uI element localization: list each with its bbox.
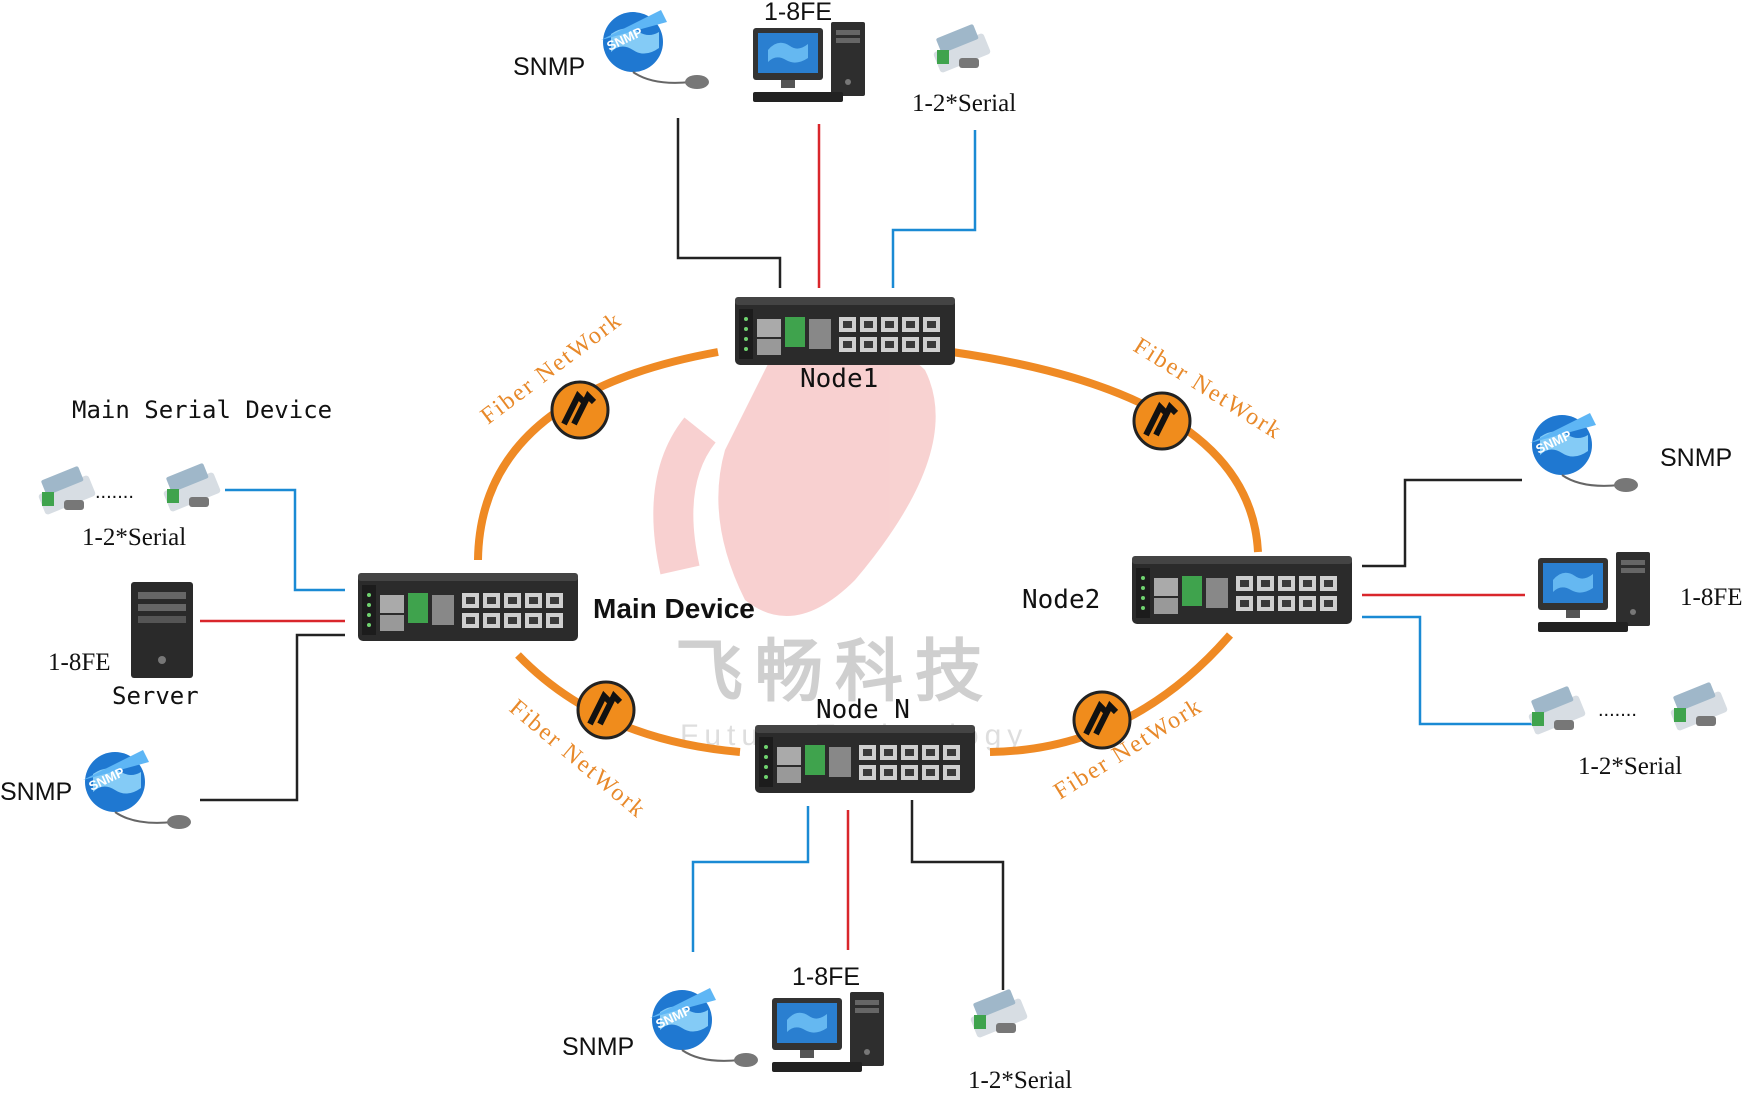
main-serial-device-title: Main Serial Device — [72, 396, 332, 424]
fe-label-top: 1-8FE — [764, 0, 832, 26]
serial-label-right: 1-2*Serial — [1578, 753, 1682, 780]
snmp-label-left: SNMP — [0, 778, 72, 806]
fiber-link-icon — [578, 682, 634, 738]
snmp-label-top: SNMP — [513, 53, 585, 81]
snmp-globe-icon — [82, 749, 192, 830]
node2-switch[interactable] — [1132, 556, 1352, 624]
fe-label-bottom: 1-8FE — [792, 963, 860, 991]
serial-link-noden — [691, 806, 810, 952]
node1-switch[interactable] — [735, 297, 955, 365]
serial-device-icon — [969, 988, 1029, 1039]
serial-device-icon — [37, 465, 97, 516]
server-label: Server — [112, 682, 199, 710]
pc-icon — [1538, 552, 1650, 632]
fe-label-left: 1-8FE — [48, 649, 111, 676]
snmp-label-bottom: SNMP — [562, 1033, 634, 1061]
pc-icon — [772, 992, 884, 1072]
noden-switch[interactable] — [755, 725, 975, 793]
watermark-logo — [653, 343, 936, 616]
serial-label-top: 1-2*Serial — [912, 90, 1016, 117]
watermark-chinese: 飞畅科技 — [675, 633, 995, 712]
serial-label-left: 1-2*Serial — [82, 524, 186, 551]
serial-dots-right: ....... — [1598, 699, 1637, 721]
serial-device-icon — [1669, 681, 1729, 732]
snmp-link-noden — [910, 800, 1005, 990]
fiber-link-icon — [552, 382, 608, 438]
main-device-label: Main Device — [593, 593, 755, 624]
fe-label-right: 1-8FE — [1680, 584, 1743, 611]
snmp-link-main — [200, 633, 345, 802]
fiber-link-icon — [1134, 393, 1190, 449]
serial-link-main — [225, 488, 345, 592]
node2-label: Node2 — [1022, 585, 1100, 615]
serial-device-icon — [1527, 685, 1587, 736]
serial-device-icon — [932, 23, 992, 74]
node1-label: Node1 — [800, 364, 878, 394]
serial-label-bottom: 1-2*Serial — [968, 1067, 1072, 1094]
serial-link-node2 — [1362, 615, 1535, 726]
snmp-link-node1 — [676, 118, 782, 288]
noden-label: Node N — [816, 695, 910, 725]
serial-link-node1 — [891, 130, 977, 288]
main-device-switch[interactable] — [358, 573, 578, 641]
pc-icon — [753, 22, 865, 102]
snmp-globe-icon — [600, 9, 710, 90]
snmp-link-node2 — [1362, 478, 1522, 568]
snmp-globe-icon — [1529, 412, 1639, 493]
serial-device-icon — [162, 462, 222, 513]
serial-dots-left: ....... — [95, 481, 134, 503]
snmp-label-right: SNMP — [1660, 444, 1732, 472]
snmp-globe-icon — [649, 987, 759, 1068]
server-icon — [131, 582, 193, 678]
